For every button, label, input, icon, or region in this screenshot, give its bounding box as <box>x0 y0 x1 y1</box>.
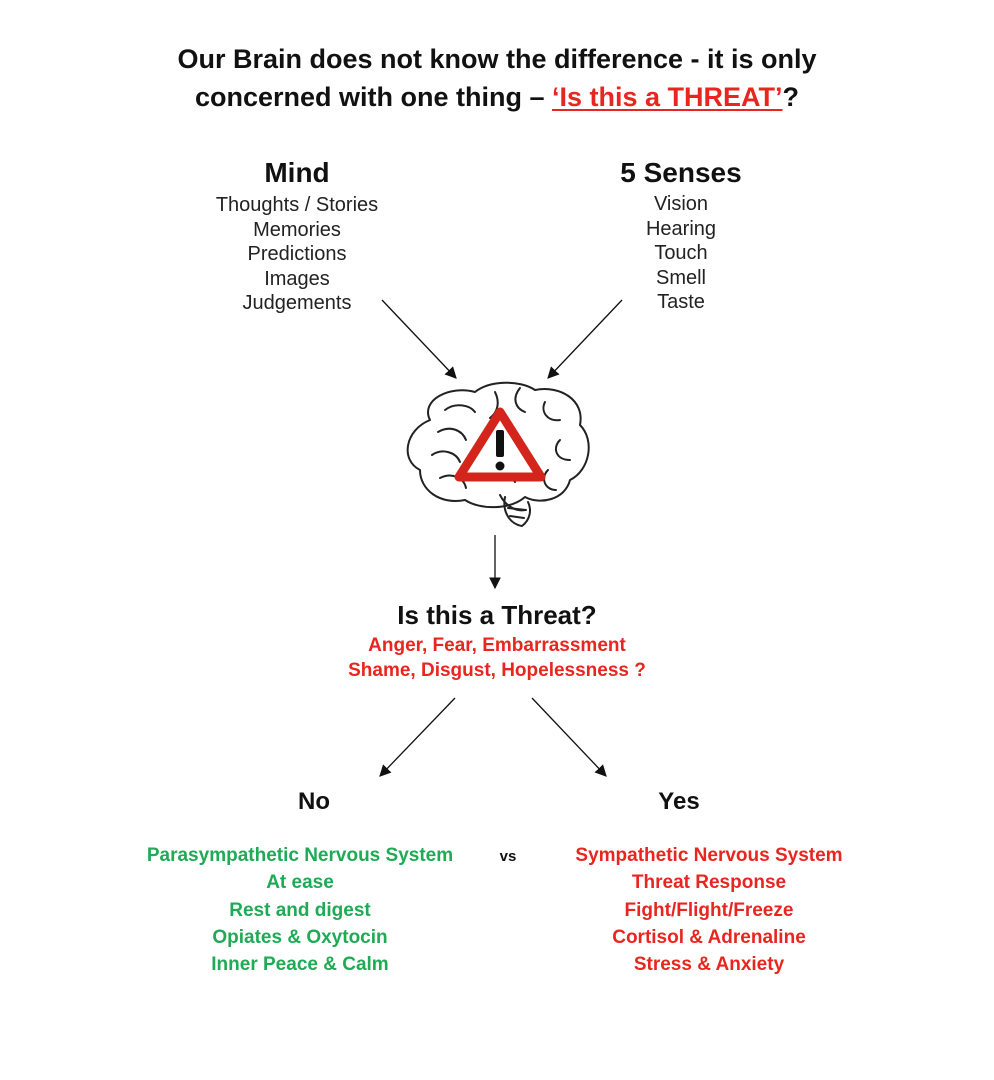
yes-item: Cortisol & Adrenaline <box>612 926 806 948</box>
title-line-1: Our Brain does not know the difference -… <box>177 44 817 74</box>
no-item: Opiates & Oxytocin <box>212 926 388 948</box>
mind-list: Thoughts / Stories Memories Predictions … <box>167 193 427 316</box>
no-heading: No <box>298 788 330 815</box>
senses-item: Taste <box>657 291 705 314</box>
senses-heading: 5 Senses <box>620 157 742 188</box>
mind-item: Thoughts / Stories <box>215 194 379 216</box>
senses-item: Vision <box>653 193 709 215</box>
title-line-2-prefix: concerned with one thing – <box>194 82 552 112</box>
arrow-threat-to-no <box>379 697 456 777</box>
title-line-2: concerned with one thing – ‘Is this a TH… <box>0 78 994 116</box>
mind-heading: Mind <box>264 157 330 188</box>
no-item: Inner Peace & Calm <box>211 954 389 976</box>
arrow-mind-to-brain <box>381 299 457 379</box>
senses-item: Hearing <box>645 217 717 240</box>
threat-emotions: Anger, Fear, Embarrassment Shame, Disgus… <box>0 633 994 683</box>
arrow-threat-to-yes <box>531 697 607 777</box>
senses-list: Vision Hearing Touch Smell Taste <box>581 192 781 315</box>
no-item: Parasympathetic Nervous System <box>146 845 454 866</box>
threat-heading: Is this a Threat? <box>397 600 597 630</box>
no-item: Rest and digest <box>229 899 371 921</box>
no-item: At ease <box>266 872 334 894</box>
yes-list: Sympathetic Nervous System Threat Respon… <box>529 842 889 978</box>
mind-item: Memories <box>253 218 341 241</box>
title-line-2-suffix: ? <box>782 82 800 112</box>
vs-label: vs <box>499 848 517 865</box>
mind-item: Predictions <box>247 243 347 266</box>
arrow-senses-to-brain <box>547 299 623 379</box>
senses-item: Touch <box>654 242 708 265</box>
title-highlight: ‘Is this a THREAT’ <box>552 82 783 112</box>
page-title: Our Brain does not know the difference -… <box>0 40 994 116</box>
senses-item: Smell <box>655 266 706 289</box>
yes-item: Threat Response <box>631 872 787 894</box>
threat-emotion-line: Anger, Fear, Embarrassment <box>368 635 626 656</box>
yes-heading: Yes <box>658 788 700 815</box>
no-list: Parasympathetic Nervous System At ease R… <box>120 842 480 978</box>
warning-triangle-icon <box>454 407 546 482</box>
mind-item: Images <box>264 267 330 290</box>
yes-item: Sympathetic Nervous System <box>575 845 843 866</box>
threat-emotion-line: Shame, Disgust, Hopelessness ? <box>348 660 646 681</box>
mind-item: Judgements <box>242 292 352 315</box>
yes-item: Fight/Flight/Freeze <box>624 899 794 921</box>
yes-item: Stress & Anxiety <box>633 954 785 976</box>
